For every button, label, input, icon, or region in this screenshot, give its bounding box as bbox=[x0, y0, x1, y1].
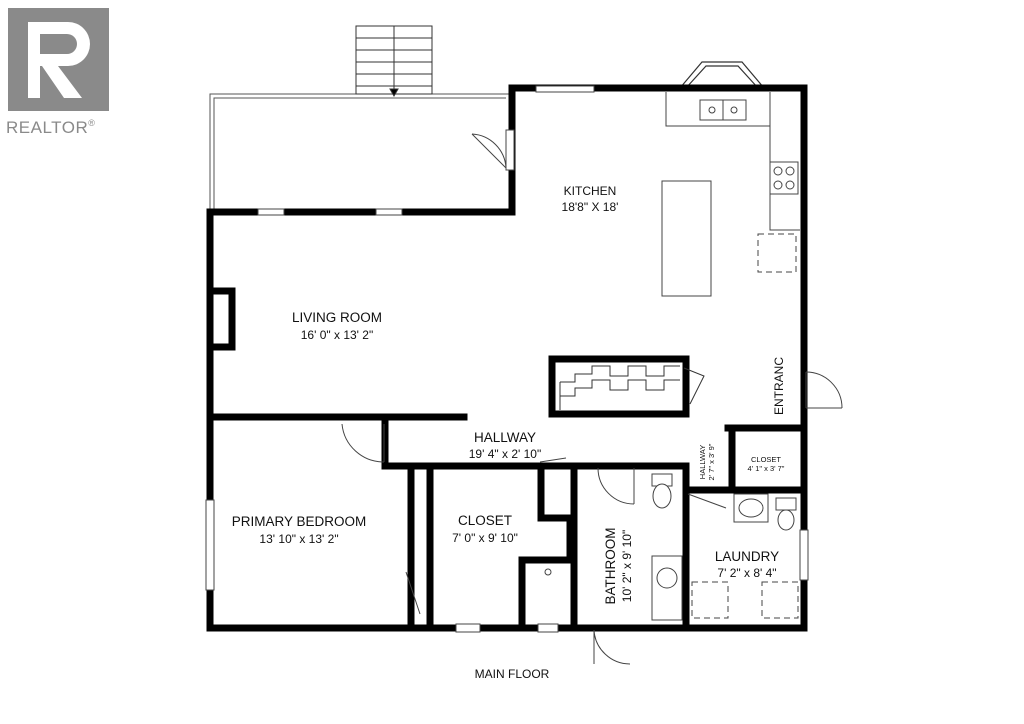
kitchen-counters bbox=[661, 92, 800, 297]
kitchen-name: KITCHEN bbox=[564, 184, 617, 198]
room-labels: KITCHEN 18'8" X 18' LIVING ROOM 16' 0" x… bbox=[232, 184, 786, 681]
dryer-icon bbox=[761, 581, 799, 619]
interior-stairs bbox=[559, 365, 705, 410]
realtor-logo: REALTOR® bbox=[6, 8, 109, 137]
hallway-small-dims: 2' 7" x 3' 9" bbox=[707, 443, 716, 480]
closet-name: CLOSET bbox=[458, 513, 512, 528]
deck-stairs bbox=[355, 25, 433, 98]
bathroom-name: BATHROOM bbox=[603, 528, 618, 605]
kitchen-island bbox=[661, 180, 712, 297]
washer-icon bbox=[691, 581, 729, 619]
closet-small-dims: 4' 1" x 3' 7" bbox=[748, 464, 785, 473]
closet-small-name: CLOSET bbox=[751, 455, 781, 464]
primary-bedroom-name: PRIMARY BEDROOM bbox=[232, 514, 367, 529]
laundry-name: LAUNDRY bbox=[715, 549, 779, 564]
closet-dims: 7' 0" x 9' 10" bbox=[452, 531, 518, 545]
toilet-icon bbox=[775, 497, 797, 511]
primary-bedroom-dims: 13' 10" x 13' 2" bbox=[259, 532, 338, 546]
hallway-dims: 19' 4" x 2' 10" bbox=[469, 447, 541, 461]
kitchen-dims: 18'8" X 18' bbox=[562, 200, 619, 214]
hallway-small-name: HALLWAY bbox=[698, 445, 707, 479]
floor-label: MAIN FLOOR bbox=[475, 667, 550, 681]
walls bbox=[206, 84, 808, 632]
living-room-dims: 16' 0" x 13' 2" bbox=[301, 328, 373, 342]
deck bbox=[209, 93, 511, 210]
doors bbox=[341, 133, 843, 665]
laundry-dims: 7' 2" x 8' 4" bbox=[717, 566, 776, 580]
fixtures bbox=[544, 473, 799, 621]
sink-icon bbox=[544, 568, 552, 576]
bathroom-dims: 10' 2" x 9' 10" bbox=[620, 530, 634, 602]
bay-window bbox=[679, 61, 765, 89]
windows bbox=[205, 85, 809, 633]
entrance-name: ENTRANC bbox=[772, 357, 786, 415]
living-room-name: LIVING ROOM bbox=[292, 310, 382, 325]
hallway-name: HALLWAY bbox=[474, 430, 536, 445]
realtor-logo-text: REALTOR® bbox=[6, 118, 95, 137]
